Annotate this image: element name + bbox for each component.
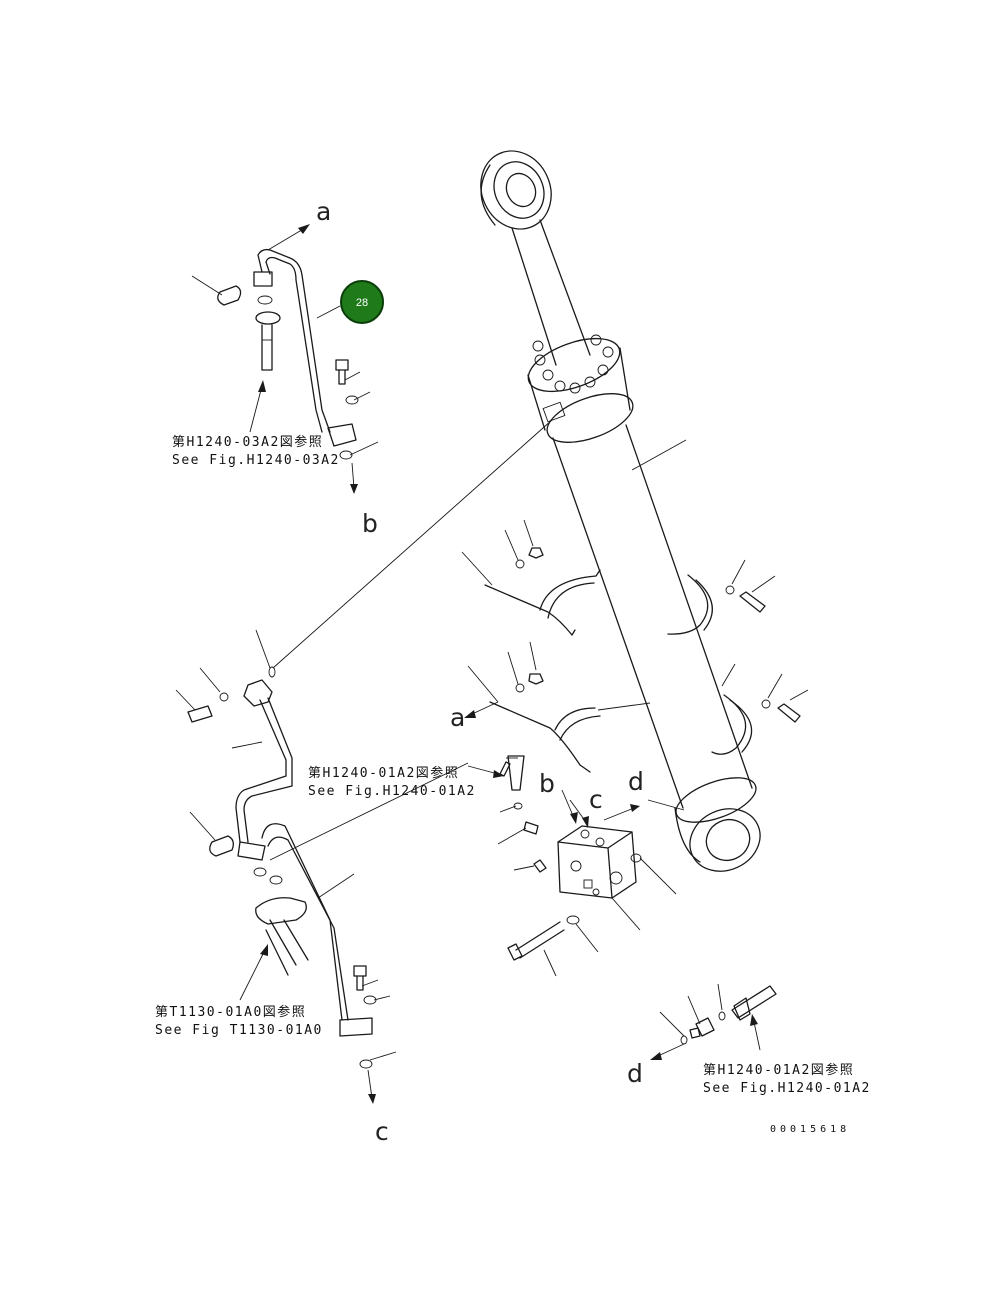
valve-block [497, 755, 677, 977]
flow-arrow-b-top [350, 462, 358, 494]
ref-low-jp: 第T1130-01A0図参照 [155, 1004, 306, 1020]
bottom-eye [674, 777, 761, 872]
reference-link-t1130-01a0[interactable]: 第T1130-01A0図参照 See Fig T1130-01A0 [155, 1004, 323, 1038]
ref-mid-jp: 第H1240-01A2図参照 [308, 765, 459, 781]
callout-number: 28 [356, 297, 368, 309]
ref-arrow-low [239, 944, 268, 1001]
ref-right-jp: 第H1240-01A2図参照 [703, 1062, 854, 1078]
clamp-upper-left [461, 519, 601, 636]
flow-arrow-d-bottom [650, 1043, 685, 1060]
bolt-top [335, 359, 349, 385]
reference-link-h1240-01a2-mid[interactable]: 第H1240-01A2図参照 See Fig.H1240-01A2 [308, 765, 476, 799]
callout-badge-28[interactable]: 28 [340, 280, 384, 324]
label-d-block: d [628, 767, 644, 796]
ref-low-en: See Fig T1130-01A0 [155, 1023, 323, 1038]
label-b-top: b [362, 509, 378, 538]
flow-arrow-a-top [267, 224, 310, 251]
label-d-bottom: d [627, 1059, 643, 1088]
rod-eye [480, 150, 552, 230]
clamp-lower-right [711, 663, 809, 755]
clamp-upper-right [667, 559, 776, 635]
tube-flange-bottom [327, 423, 357, 447]
ref-arrow-top [249, 380, 266, 433]
ref-top-en: See Fig.H1240-03A2 [172, 453, 340, 468]
flow-arrow-c-bottom [367, 1069, 376, 1104]
figure-references: 第H1240-03A2図参照 See Fig.H1240-03A2 第H1240… [155, 434, 871, 1096]
label-b-block: b [539, 769, 555, 798]
flow-arrow-a-mid [464, 701, 499, 718]
flow-arrows-block [467, 765, 685, 828]
bolt-lower-left [175, 667, 229, 723]
hydraulic-cylinder [480, 150, 761, 872]
drawing-number: 00015618 [770, 1124, 850, 1135]
label-c-bottom: c [375, 1117, 389, 1146]
tube-flange-top [255, 311, 281, 371]
reference-link-h1240-01a2-right[interactable]: 第H1240-01A2図参照 See Fig.H1240-01A2 [703, 1062, 871, 1096]
upper-hydraulic-tube [191, 248, 379, 460]
direction-labels: a b a b c d c d [316, 197, 644, 1146]
reference-link-h1240-03a2[interactable]: 第H1240-03A2図参照 See Fig.H1240-03A2 [172, 434, 340, 468]
fitting-group-right [659, 983, 777, 1051]
elbow-fitting-top [217, 285, 242, 306]
split-flange-lower [253, 867, 309, 976]
cylinder-head [527, 334, 634, 443]
long-leader-lines [269, 419, 553, 861]
bolt-lower-mid [353, 965, 397, 1069]
lower-hydraulic-tube-1 [231, 629, 293, 861]
label-a-mid: a [450, 703, 465, 732]
label-c-block: c [589, 785, 603, 814]
cylinder-barrel [552, 424, 753, 809]
ref-right-en: See Fig.H1240-01A2 [703, 1081, 871, 1096]
lower-hydraulic-tube-2 [261, 823, 373, 1037]
ref-mid-en: See Fig.H1240-01A2 [308, 784, 476, 799]
ref-top-jp: 第H1240-03A2図参照 [172, 434, 323, 450]
elbow-fitting-lower [189, 811, 234, 857]
piston-rod [511, 219, 591, 366]
clamp-lower-left [467, 641, 651, 773]
label-a-top: a [316, 197, 331, 226]
